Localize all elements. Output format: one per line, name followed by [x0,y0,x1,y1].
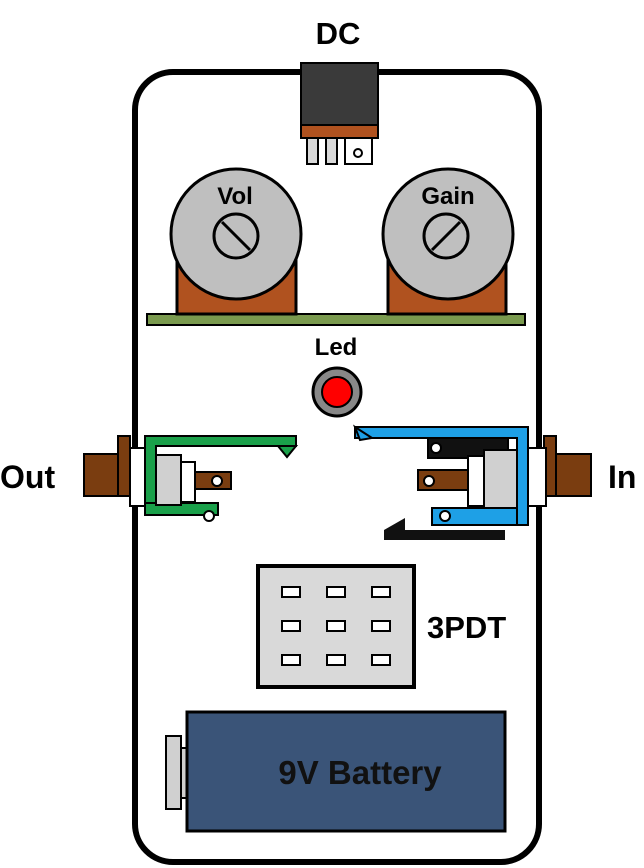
out-label: Out [0,459,55,495]
3pdt-label: 3PDT [427,610,506,645]
in-label: In [608,459,636,495]
gain-screw-icon [422,212,470,260]
gain-label: Gain [421,183,474,210]
9v-battery [165,710,507,833]
led [311,366,363,418]
dc-jack [300,62,379,165]
vol-screw-icon [212,212,260,260]
out-jack [83,435,299,522]
3pdt-switch [256,564,416,689]
dc-label: DC [316,16,361,51]
gain-potentiometer [381,167,515,316]
vol-potentiometer [169,167,303,316]
battery-label: 9V Battery [278,754,442,791]
led-label: Led [315,334,358,361]
in-jack [352,424,592,540]
vol-label: Vol [217,183,253,210]
pcb-strip [146,313,526,326]
